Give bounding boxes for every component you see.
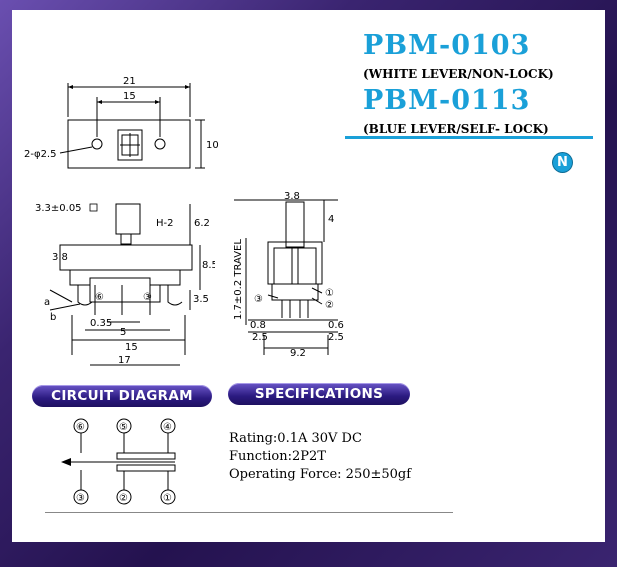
front-035-label: 0.35 — [90, 318, 112, 329]
side-38-label: 3.8 — [284, 191, 300, 202]
bottom-rule — [45, 512, 453, 513]
n-badge-icon: N — [553, 153, 572, 172]
circuit-diagram-heading: CIRCUIT DIAGRAM — [32, 385, 212, 407]
front-15-label: 15 — [125, 342, 138, 353]
front-h2-label: H-2 — [156, 218, 174, 229]
front-17-label: 17 — [118, 355, 131, 366]
top-pitch-label: 15 — [123, 91, 136, 102]
content-panel — [12, 10, 605, 542]
model-note-2: (BLUE LEVER/SELF- LOCK) — [363, 122, 549, 136]
front-35-label: 3.5 — [193, 294, 209, 305]
front-38-label: 3.8 — [52, 252, 68, 263]
front-b-label: b — [50, 312, 56, 323]
top-hole-label: 2-φ2.5 — [24, 149, 56, 160]
front-62-label: 6.2 — [194, 218, 210, 229]
model-note-1: (WHITE LEVER/NON-LOCK) — [363, 67, 554, 81]
front-view-drawing: 3.3±0.05 H-2 6.2 3.8 8.5 3.5 a b 0.35 5 … — [35, 203, 215, 366]
side-25a-label: 2.5 — [252, 332, 268, 343]
front-tol-label: 3.3±0.05 — [35, 203, 82, 214]
front-pin6-label: ⑥ — [95, 292, 104, 303]
side-travel-label: 1.7±0.2 TRAVEL — [233, 239, 244, 320]
title-rule — [345, 136, 593, 139]
circuit-pin-5: ⑤ — [119, 422, 128, 433]
side-06-label: 0.6 — [328, 320, 344, 331]
side-25b-label: 2.5 — [328, 332, 344, 343]
side-08-label: 0.8 — [250, 320, 266, 331]
front-pin3-label: ③ — [143, 292, 152, 303]
specifications-heading: SPECIFICATIONS — [228, 383, 410, 405]
model-title-1: PBM-0103 — [363, 30, 531, 61]
side-pin3-label: ③ — [254, 294, 263, 305]
side-pin1-label: ① — [325, 288, 334, 299]
top-width-label: 21 — [123, 76, 136, 87]
circuit-pin-2: ② — [119, 493, 128, 504]
circuit-pin-1: ① — [163, 493, 172, 504]
spec-function: Function:2P2T — [229, 449, 326, 464]
circuit-pin-6: ⑥ — [76, 422, 85, 433]
circuit-pin-3: ③ — [76, 493, 85, 504]
front-a-label: a — [44, 297, 50, 308]
spec-force: Operating Force: 250±50gf — [229, 467, 412, 482]
circuit-pin-4: ④ — [163, 422, 172, 433]
spec-rating: Rating:0.1A 30V DC — [229, 431, 362, 446]
front-85-label: 8.5 — [202, 260, 215, 271]
side-4-label: 4 — [328, 214, 334, 225]
side-pin2-label: ② — [325, 300, 334, 311]
top-view-drawing: 21 15 10 2-φ2.5 — [24, 76, 219, 169]
front-5-label: 5 — [120, 327, 126, 338]
side-view-drawing: 3.8 4 1.7±0.2 TRAVEL ① ② ③ 0.8 0.6 2.5 2… — [233, 191, 344, 359]
circuit-diagram: ⑥ ⑤ ④ ③ ② ① — [61, 418, 176, 505]
model-title-2: PBM-0113 — [363, 85, 531, 116]
side-92-label: 9.2 — [290, 348, 306, 359]
top-height-label: 10 — [206, 140, 219, 151]
